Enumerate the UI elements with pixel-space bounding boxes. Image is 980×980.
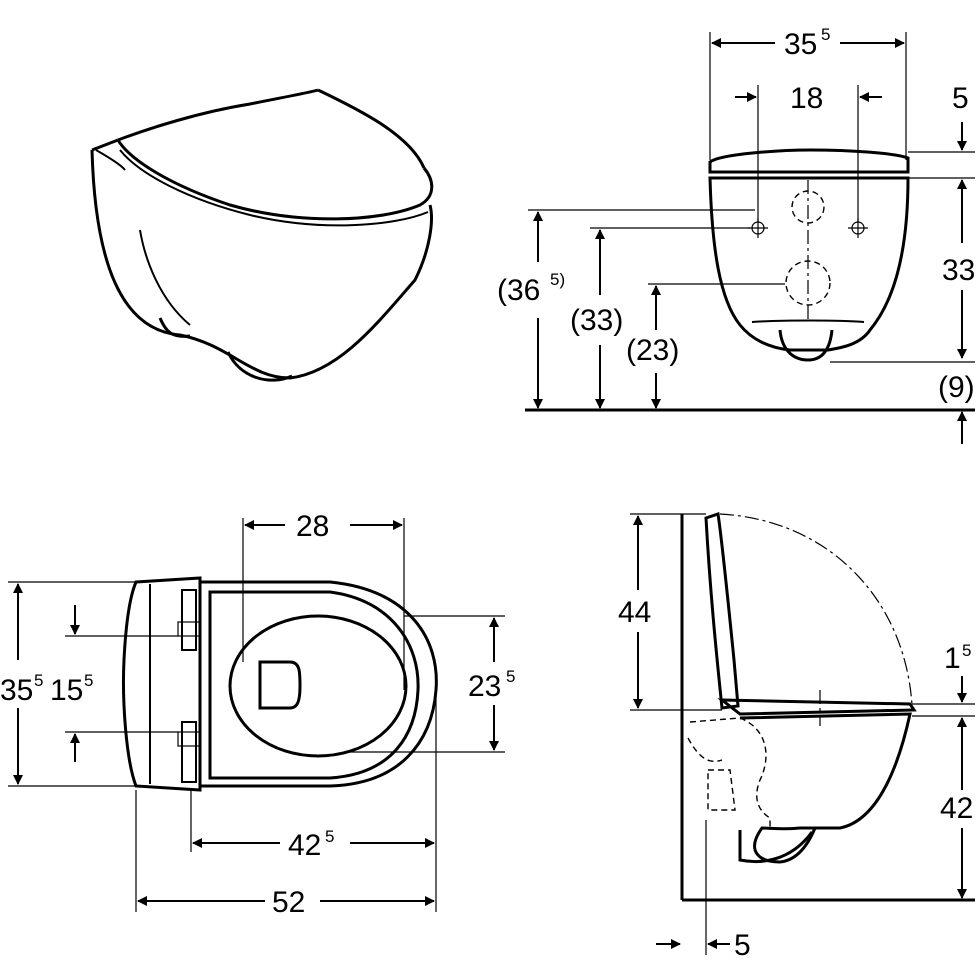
front-view: 35 5 18 5 33 (9) (36 5) (33) — [497, 25, 975, 444]
dim-inner-width: 23 — [468, 670, 501, 703]
dim-seat-thickness: 5 — [952, 82, 969, 115]
svg-text:5: 5 — [962, 641, 971, 660]
dim-fixing-spacing: 15 — [50, 674, 83, 707]
dim-seat-gap: 1 — [944, 642, 961, 675]
dim-bowl-height: 33 — [942, 254, 975, 287]
dim-front-width: 35 — [784, 28, 817, 61]
svg-text:5: 5 — [821, 25, 830, 44]
dim-floor-to-fixing: (33) — [570, 304, 623, 337]
dim-bowl-depth: 42 — [288, 829, 321, 862]
side-view: 44 1 5 42 5 — [618, 512, 975, 962]
svg-text:5: 5 — [325, 827, 334, 846]
dim-rim-height: 42 — [940, 792, 973, 825]
svg-text:5: 5 — [84, 671, 93, 690]
hinge-top — [177, 589, 201, 651]
dim-seat-span: 28 — [296, 510, 329, 543]
svg-text:5): 5) — [550, 270, 565, 289]
dim-bolt-spacing: 18 — [790, 82, 823, 115]
dim-lid-height: 44 — [618, 596, 651, 629]
dim-floor-to-top: (36 — [497, 274, 540, 307]
dim-floor-clearance: (9) — [938, 371, 975, 404]
svg-text:5: 5 — [506, 667, 515, 686]
dim-floor-to-outlet: (23) — [626, 334, 679, 367]
dim-wall-offset: 5 — [734, 929, 751, 962]
svg-text:5: 5 — [34, 671, 43, 690]
dim-outer-width: 35 — [0, 674, 33, 707]
hinge-bottom — [177, 721, 201, 783]
top-view: 28 35 5 15 5 23 5 42 5 52 — [0, 510, 515, 919]
isometric-view — [90, 88, 434, 382]
dim-total-depth: 52 — [272, 886, 305, 919]
